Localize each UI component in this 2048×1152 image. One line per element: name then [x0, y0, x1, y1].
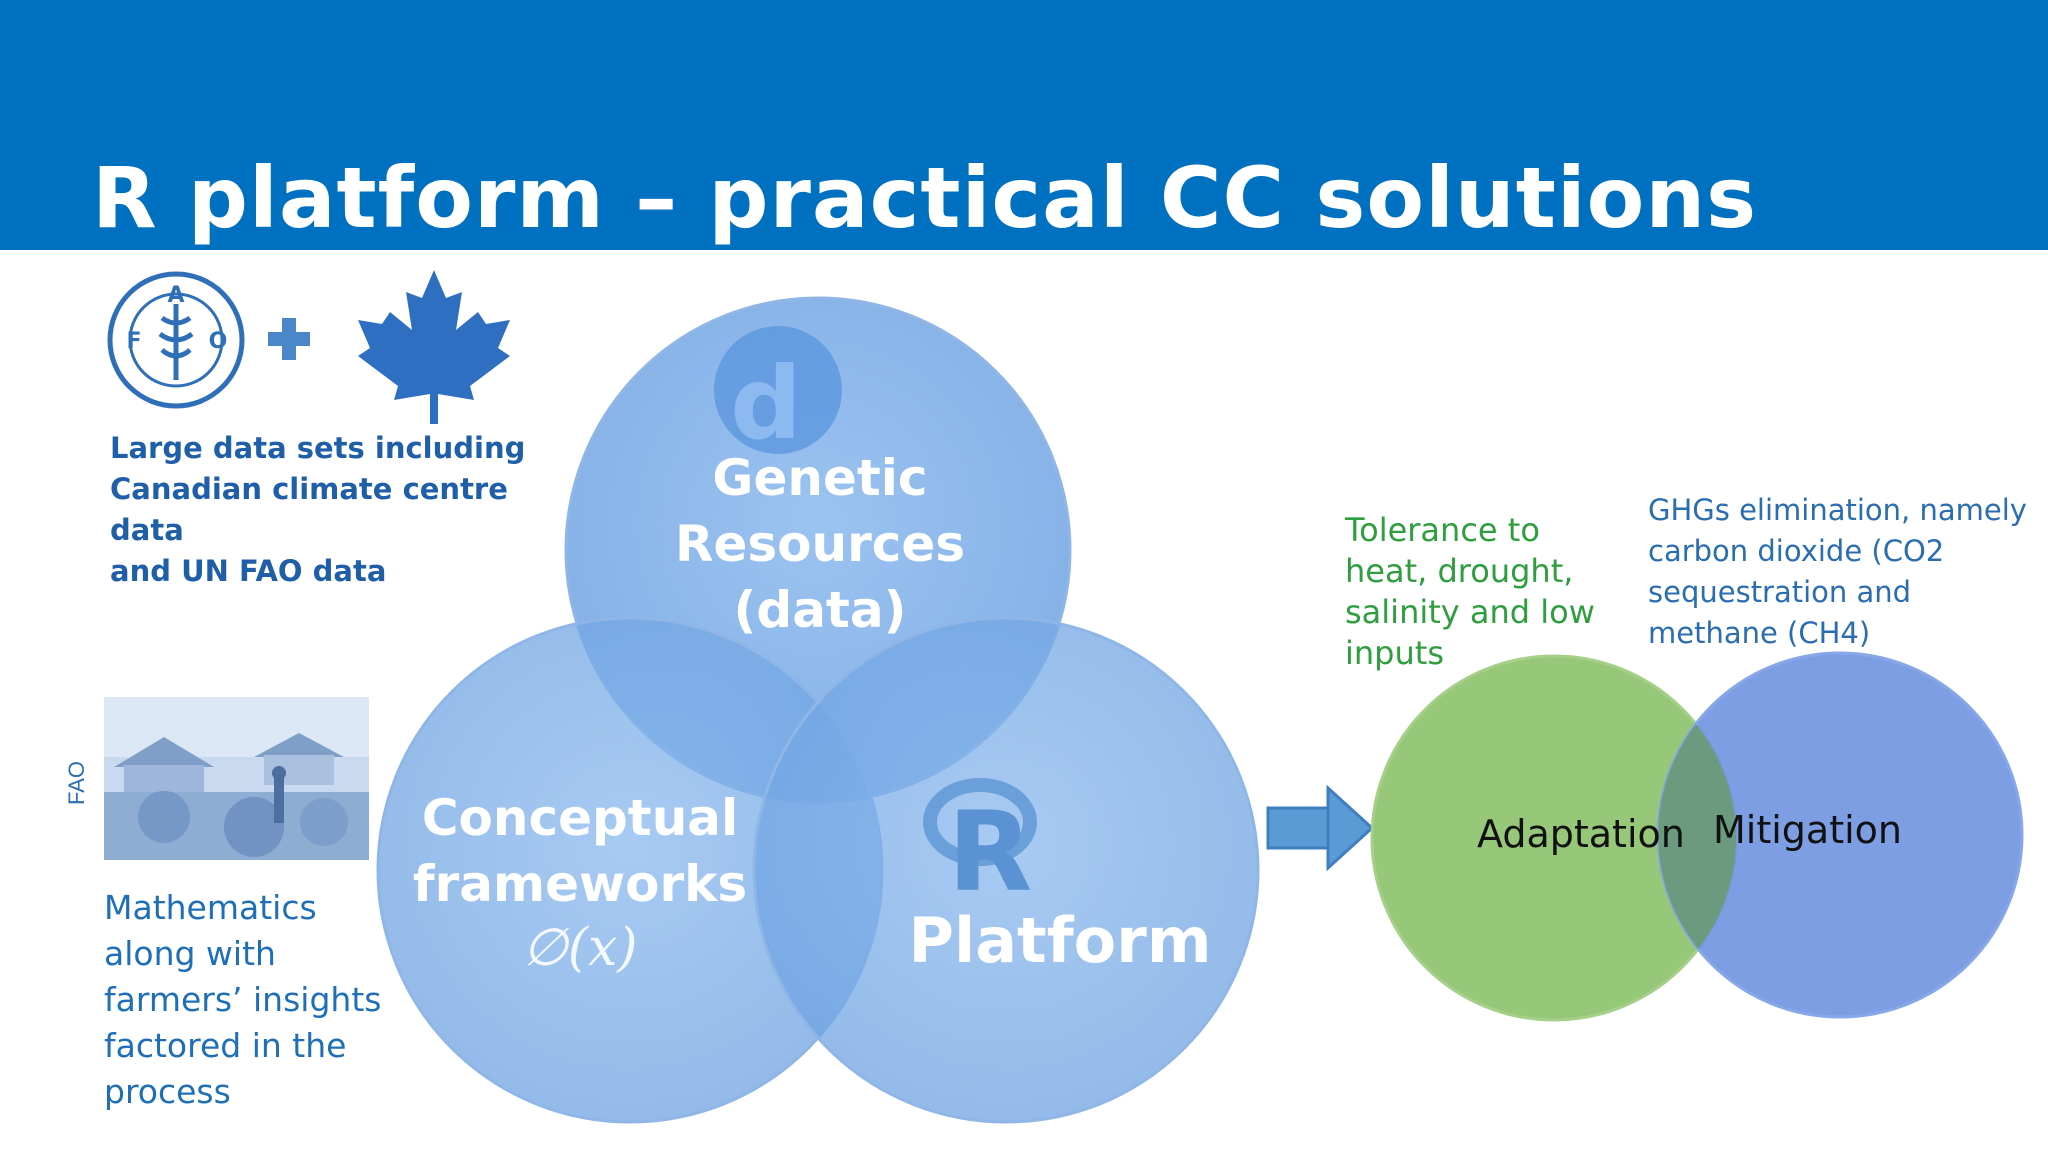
logo-row: A F O — [107, 270, 510, 424]
note-line: heat, drought, — [1345, 552, 1574, 590]
note-line: factored in the — [104, 1026, 347, 1065]
mitigation-label: Mitigation — [1713, 808, 1902, 852]
platform-circle — [752, 616, 1260, 1124]
note-line: and UN FAO data — [110, 554, 387, 588]
ghg-note: GHGs elimination, namely carbon dioxide … — [1648, 490, 2048, 654]
fao-letter-f: F — [126, 329, 141, 354]
data-sets-note: Large data sets including Canadian clima… — [110, 428, 540, 592]
note-line: Tolerance to — [1345, 511, 1540, 549]
note-line: process — [104, 1072, 231, 1111]
fao-logo-icon: A F O — [107, 271, 245, 409]
formula-label: ∅(𝑥) — [522, 918, 638, 978]
r-logo-letter: R — [948, 788, 1033, 916]
arrow-icon — [1266, 784, 1375, 872]
note-line: carbon dioxide (CO2 — [1648, 534, 1945, 568]
r-logo-icon: R — [923, 778, 1037, 916]
conceptual-frameworks-label: Conceptual frameworks — [390, 785, 770, 917]
maple-leaf-icon — [358, 270, 510, 424]
label-line: Resources — [674, 515, 966, 573]
note-line: farmers’ insights — [104, 980, 382, 1019]
note-line: Canadian climate centre data — [110, 472, 508, 547]
genetic-resources-label: Genetic Resources (data) — [660, 445, 980, 643]
note-line: salinity and low — [1345, 593, 1595, 631]
note-line: along with — [104, 934, 276, 973]
label-line: frameworks — [412, 855, 748, 913]
platform-label: Platform — [908, 904, 1212, 977]
label-line: Genetic — [712, 449, 928, 507]
small-venn — [1370, 651, 2024, 1022]
slide-title: R platform – practical CC solutions — [92, 149, 1758, 247]
note-line: sequestration and — [1648, 575, 1912, 609]
title-banner — [0, 0, 2048, 250]
plus-icon — [268, 318, 310, 360]
note-line: Large data sets including — [110, 431, 526, 465]
farmers-photo — [104, 697, 369, 860]
main-venn: d R — [376, 296, 1260, 1124]
label-line: (data) — [733, 581, 907, 639]
mathematics-note: Mathematics along with farmers’ insights… — [104, 885, 404, 1115]
fao-letter-a: A — [167, 283, 184, 308]
note-line: Mathematics — [104, 888, 317, 927]
fao-letter-o: O — [209, 329, 228, 354]
d-logo-letter: d — [730, 345, 802, 462]
label-line: Conceptual — [421, 789, 739, 847]
adaptation-label: Adaptation — [1477, 812, 1685, 856]
d-logo-icon: d — [714, 326, 842, 462]
note-line: inputs — [1345, 634, 1444, 672]
tolerance-note: Tolerance to heat, drought, salinity and… — [1345, 510, 1605, 674]
note-line: methane (CH4) — [1648, 616, 1871, 650]
note-line: GHGs elimination, namely — [1648, 493, 2027, 527]
